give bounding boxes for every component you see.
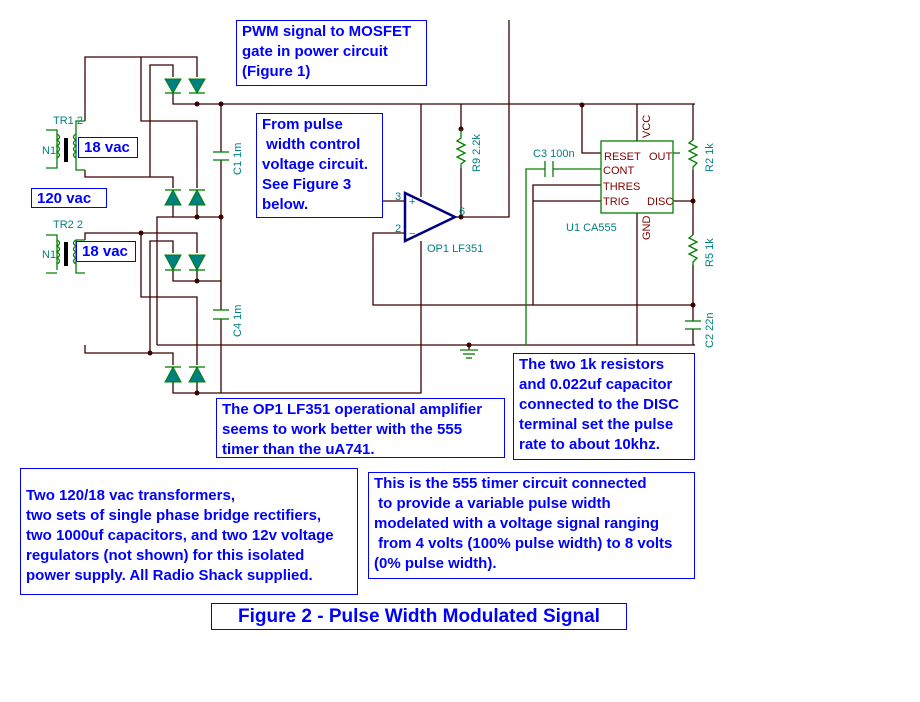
c2-label: C2 22n — [704, 313, 716, 348]
diodes — [164, 78, 206, 383]
plus-sign: + — [409, 196, 415, 208]
c3-label: C3 100n — [533, 148, 575, 160]
pin6-label: 6 — [459, 206, 465, 218]
timer-note: This is the 555 timer circuit connected … — [368, 472, 695, 579]
v18-label-1: 18 vac — [78, 137, 138, 158]
component-labels: TR1 2 N1 TR2 2 N1 C1 1m C4 1m R9 2.2k OP… — [42, 115, 716, 348]
pulse-note: From pulse width control voltage circuit… — [256, 113, 383, 218]
pin-gnd: GND — [641, 216, 653, 241]
pin3-label: 3 — [395, 191, 401, 203]
pin-disc: DISC — [647, 196, 673, 208]
timer-pin-labels: RESET VCC OUT CONT THRES TRIG GND DISC — [603, 115, 673, 240]
opamp-note: The OP1 LF351 operational amplifier seem… — [216, 398, 505, 458]
tr2-label: TR2 2 — [53, 219, 83, 231]
ground-symbol — [460, 345, 478, 359]
pwm-note: PWM signal to MOSFET gate in power circu… — [236, 20, 427, 86]
figure-title: Figure 2 - Pulse Width Modulated Signal — [211, 603, 627, 630]
v18-label-2: 18 vac — [76, 241, 136, 262]
c1-label: C1 1m — [232, 143, 244, 175]
minus-sign: − — [409, 228, 415, 240]
timer-555 — [600, 140, 674, 214]
wires — [84, 20, 695, 394]
r5-label: R5 1k — [704, 238, 716, 267]
op1-label: OP1 LF351 — [427, 243, 483, 255]
junction-dots — [138, 101, 696, 396]
c4-label: C4 1m — [232, 305, 244, 337]
pin-cont: CONT — [603, 165, 634, 177]
pin-reset: RESET — [604, 151, 641, 163]
u1-label: U1 CA555 — [566, 222, 617, 234]
r2-label: R2 1k — [704, 143, 716, 172]
pin-trig: TRIG — [603, 196, 629, 208]
n1-label: N1 — [42, 145, 56, 157]
pin-vcc: VCC — [641, 115, 653, 138]
supply-note: Two 120/18 vac transformers, two sets of… — [20, 468, 358, 595]
resistors — [455, 129, 699, 265]
n1-label: N1 — [42, 249, 56, 261]
pin2-label: 2 — [395, 223, 401, 235]
opamp-symbol — [403, 191, 458, 243]
r9-label: R9 2.2k — [471, 134, 483, 172]
capacitors — [213, 151, 701, 330]
v120-label: 120 vac — [31, 188, 107, 208]
tr1-label: TR1 2 — [53, 115, 83, 127]
pin-thres: THRES — [603, 181, 640, 193]
resistors-note: The two 1k resistors and 0.022uf capacit… — [513, 353, 695, 460]
pin-out: OUT — [649, 151, 673, 163]
